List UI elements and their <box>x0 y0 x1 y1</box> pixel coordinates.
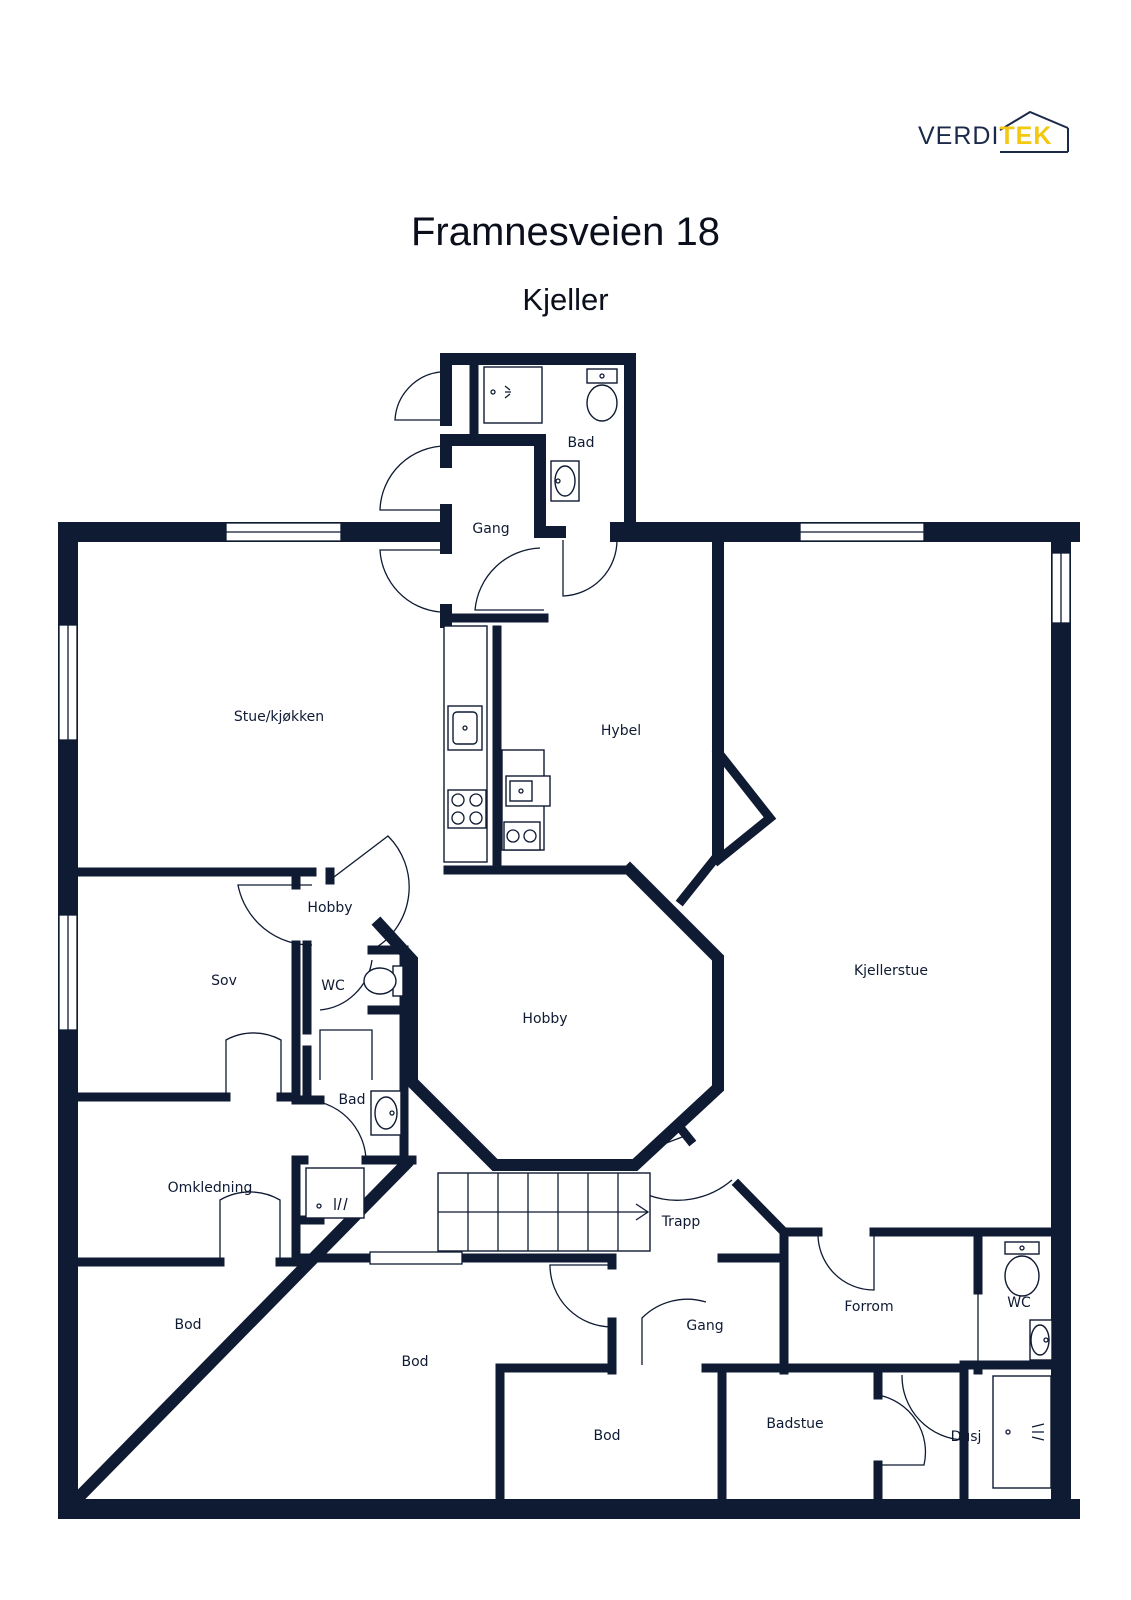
room-label-omkledning: Omkledning <box>168 1180 253 1196</box>
room-label-hobby-small: Hobby <box>307 900 352 916</box>
logo-roof-icon <box>999 110 1069 153</box>
floor-label: Kjeller <box>522 282 609 317</box>
sink-icon <box>505 775 551 807</box>
fixtures <box>305 366 1053 1489</box>
toilet-icon <box>363 965 404 997</box>
room-label-forrom: Forrom <box>844 1299 893 1315</box>
room-label-dusj: Dusj <box>951 1429 982 1445</box>
staircase <box>437 1172 651 1252</box>
room-label-stue-kjokken: Stue/kjøkken <box>234 709 324 725</box>
sink-icon <box>447 705 483 751</box>
sink-icon <box>1029 1319 1053 1361</box>
room-label-bad-mid: Bad <box>338 1092 365 1108</box>
shower-icon <box>483 366 543 424</box>
brand-name-part1: VERDI <box>918 122 1000 150</box>
annex-walls <box>440 353 636 628</box>
toilet-icon <box>1004 1241 1040 1297</box>
room-labels: Bad Gang Stue/kjøkken Hybel Kjellerstue … <box>168 435 1031 1445</box>
room-label-bod-bottom: Bod <box>593 1428 620 1444</box>
stove-icon <box>503 821 541 851</box>
room-label-gang-bottom: Gang <box>686 1318 723 1334</box>
room-label-trapp: Trapp <box>661 1214 701 1230</box>
room-label-kjellerstue: Kjellerstue <box>854 963 928 979</box>
room-label-gang-top: Gang <box>472 521 509 537</box>
sink-icon <box>550 460 580 502</box>
brand-name: VERDITEK <box>918 122 1052 151</box>
brand-name-part2: TEK <box>999 122 1053 150</box>
windows <box>58 522 1071 1265</box>
room-label-hobby-large: Hobby <box>522 1011 567 1027</box>
room-label-bod-left: Bod <box>174 1317 201 1333</box>
brand-logo: VERDITEK <box>918 108 1078 158</box>
room-label-wc-right: WC <box>1007 1295 1031 1311</box>
doors <box>219 371 979 1466</box>
room-label-sov: Sov <box>211 973 237 989</box>
room-label-badstue: Badstue <box>766 1416 823 1432</box>
shower-icon <box>305 1167 365 1219</box>
room-label-bod-mid: Bod <box>401 1354 428 1370</box>
room-label-hybel: Hybel <box>601 723 641 739</box>
page-title: Framnesveien 18 <box>410 210 721 254</box>
room-label-bad-top: Bad <box>567 435 594 451</box>
toilet-icon <box>586 368 618 422</box>
room-label-wc-left: WC <box>321 978 345 994</box>
stove-icon <box>447 789 487 829</box>
sink-icon <box>370 1090 402 1136</box>
interior-walls <box>67 534 1066 1509</box>
